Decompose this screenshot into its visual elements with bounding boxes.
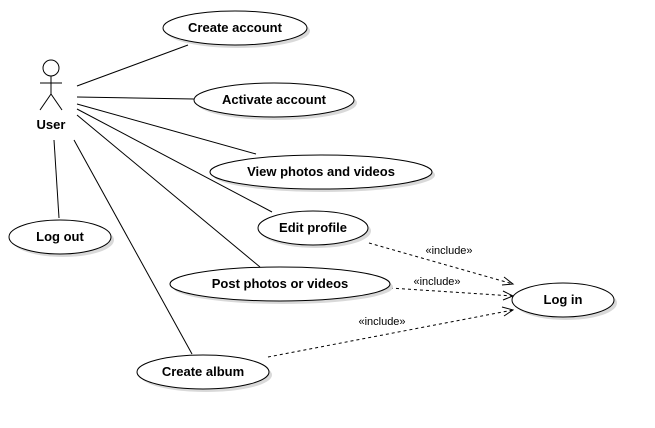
use-case-log-out[interactable]: Log out bbox=[8, 219, 114, 257]
assoc-log-out bbox=[53, 139, 60, 219]
use-case-label: Post photos or videos bbox=[212, 276, 349, 291]
assoc-post-photos bbox=[76, 114, 261, 268]
include-label-3: «include» bbox=[358, 316, 405, 328]
associations bbox=[53, 44, 273, 355]
use-case-label: Edit profile bbox=[279, 220, 347, 235]
assoc-edit-profile bbox=[76, 108, 273, 213]
dep-arrow-3 bbox=[501, 306, 515, 317]
include-label-1: «include» bbox=[425, 245, 472, 257]
dep-edit-profile-log-in bbox=[368, 242, 514, 285]
use-case-label: Activate account bbox=[222, 92, 327, 107]
use-case-view-photos-and-videos[interactable]: View photos and videos bbox=[209, 154, 435, 192]
actor-left-leg bbox=[39, 93, 52, 111]
actor-name: User bbox=[37, 117, 66, 132]
dep-arrow-1 bbox=[501, 276, 515, 286]
assoc-view-photos bbox=[76, 103, 257, 155]
use-case-label: Log in bbox=[544, 292, 583, 307]
actor-right-leg bbox=[50, 93, 63, 111]
assoc-activate-account bbox=[76, 96, 195, 100]
use-case-log-in[interactable]: Log in bbox=[511, 282, 617, 320]
actor-user[interactable]: User bbox=[37, 59, 66, 132]
actor-head bbox=[42, 59, 60, 77]
use-case-label: Create account bbox=[188, 20, 283, 35]
include-label-2: «include» bbox=[413, 276, 460, 288]
assoc-create-account bbox=[76, 44, 189, 87]
use-case-create-album[interactable]: Create album bbox=[136, 354, 272, 392]
use-case-label: Log out bbox=[36, 229, 84, 244]
use-case-post-photos-or-videos[interactable]: Post photos or videos bbox=[169, 266, 393, 304]
assoc-create-album bbox=[73, 139, 193, 355]
dep-post-log-in bbox=[389, 287, 514, 297]
include-dependencies: «include» «include» «include» bbox=[267, 242, 515, 358]
use-case-edit-profile[interactable]: Edit profile bbox=[257, 210, 371, 248]
use-case-activate-account[interactable]: Activate account bbox=[193, 82, 357, 120]
use-case-create-account[interactable]: Create account bbox=[162, 10, 310, 48]
use-case-label: Create album bbox=[162, 364, 244, 379]
use-case-label: View photos and videos bbox=[247, 164, 395, 179]
